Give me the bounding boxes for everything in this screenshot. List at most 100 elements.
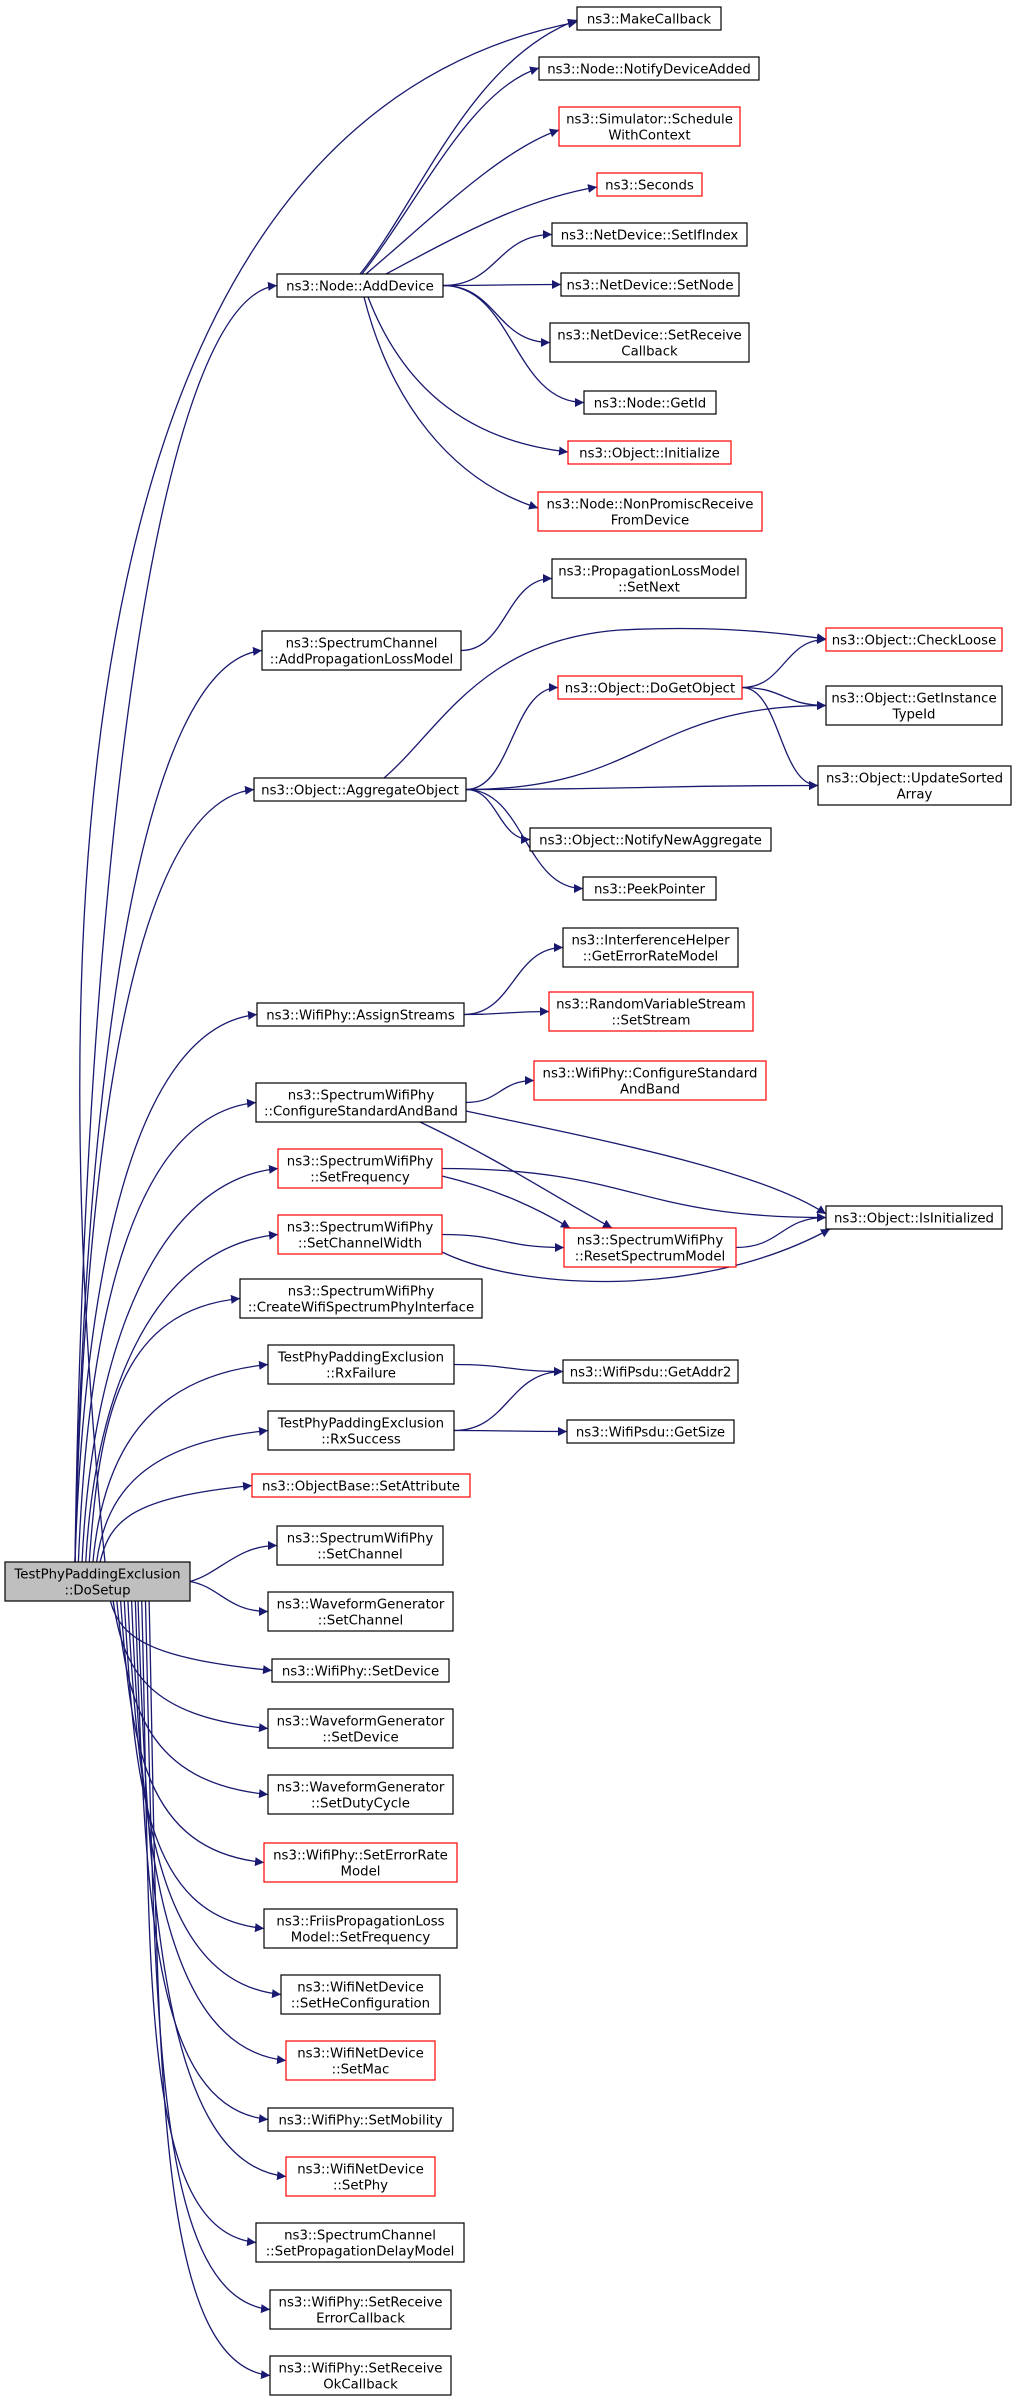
- node-checkLoose[interactable]: ns3::Object::CheckLoose: [825, 627, 1003, 652]
- node-notifyNewAggregate[interactable]: ns3::Object::NotifyNewAggregate: [529, 827, 772, 852]
- edge-root-to-setChannelWidth: [85, 1230, 279, 1563]
- node-box: [267, 1774, 454, 1815]
- node-propSetNext[interactable]: ns3::PropagationLossModel::SetNext: [551, 558, 747, 599]
- node-rxSuccess[interactable]: TestPhyPaddingExclusion::RxSuccess: [267, 1410, 455, 1451]
- node-box: [285, 2156, 436, 2197]
- node-box: [548, 991, 754, 1032]
- node-wpConfigure[interactable]: ns3::WifiPhy::ConfigureStandardAndBand: [533, 1060, 767, 1101]
- node-rxFailure[interactable]: TestPhyPaddingExclusion::RxFailure: [267, 1344, 455, 1385]
- node-box: [557, 675, 743, 700]
- edge-addPropLoss-to-propSetNext: [460, 574, 553, 652]
- node-setIfIndex[interactable]: ns3::NetDevice::SetIfIndex: [551, 222, 748, 247]
- node-label: ns3::Node::GetId: [594, 397, 707, 412]
- node-label: ns3::Object::AggregateObject: [261, 784, 459, 799]
- node-box: [566, 1419, 735, 1444]
- edge-doGetObject-to-getInstanceTypeId: [741, 686, 827, 710]
- edge-setFrequency-to-resetSpectrumModel: [441, 1175, 571, 1229]
- node-box: [538, 56, 760, 81]
- node-makeCallback[interactable]: ns3::MakeCallback: [576, 6, 722, 31]
- node-setMac[interactable]: ns3::WifiNetDevice::SetMac: [285, 2040, 436, 2081]
- node-notifyDeviceAdded[interactable]: ns3::Node::NotifyDeviceAdded: [538, 56, 760, 81]
- node-assignStreams[interactable]: ns3::WifiPhy::AssignStreams: [256, 1002, 465, 1027]
- node-getErrorRateModel[interactable]: ns3::InterferenceHelper::GetErrorRateMod…: [562, 927, 739, 968]
- node-label: ::SetNext: [618, 581, 680, 596]
- node-label: ::SetChannel: [317, 1548, 402, 1563]
- node-wgSetChannel[interactable]: ns3::WaveformGenerator::SetChannel: [267, 1591, 454, 1632]
- node-setAttribute[interactable]: ns3::ObjectBase::SetAttribute: [251, 1473, 471, 1498]
- node-label: ns3::SpectrumChannel: [286, 637, 438, 652]
- edge-swpConfigure-to-resetSpectrumModel: [419, 1121, 613, 1229]
- node-label: ns3::NetDevice::SetNode: [566, 279, 733, 294]
- edge-aggregateObject-to-checkLoose: [383, 627, 827, 779]
- node-addDevice[interactable]: ns3::Node::AddDevice: [276, 273, 444, 298]
- node-box: [269, 2355, 452, 2396]
- node-label: ns3::ObjectBase::SetAttribute: [262, 1480, 460, 1495]
- node-label: ns3::WaveformGenerator: [277, 1715, 445, 1730]
- node-setNode[interactable]: ns3::NetDevice::SetNode: [560, 272, 740, 297]
- edge-aggregateObject-to-getInstanceTypeId: [465, 701, 827, 791]
- node-seconds[interactable]: ns3::Seconds: [596, 172, 703, 197]
- node-label: ns3::Object::IsInitialized: [834, 1212, 994, 1227]
- node-label: ns3::RandomVariableStream: [556, 998, 746, 1013]
- node-setMobility[interactable]: ns3::WifiPhy::SetMobility: [267, 2107, 454, 2132]
- node-setStream[interactable]: ns3::RandomVariableStream::SetStream: [548, 991, 754, 1032]
- node-isInitialized[interactable]: ns3::Object::IsInitialized: [825, 1205, 1003, 1230]
- node-swpSetChannel[interactable]: ns3::SpectrumWifiPhy::SetChannel: [276, 1525, 444, 1566]
- node-initialize[interactable]: ns3::Object::Initialize: [567, 440, 732, 465]
- node-getSize[interactable]: ns3::WifiPsdu::GetSize: [566, 1419, 735, 1444]
- node-root: TestPhyPaddingExclusion::DoSetup: [4, 1561, 191, 1602]
- node-label: ns3::WifiPhy::SetDevice: [282, 1665, 439, 1680]
- node-friisSetFrequency[interactable]: ns3::FriisPropagationLossModel::SetFrequ…: [263, 1908, 458, 1949]
- node-box: [533, 1060, 767, 1101]
- node-addPropLoss[interactable]: ns3::SpectrumChannel::AddPropagationLoss…: [261, 630, 462, 671]
- node-label: ns3::WifiPhy::SetReceive: [279, 2296, 443, 2311]
- node-peekPointer[interactable]: ns3::PeekPointer: [582, 876, 717, 901]
- node-doGetObject[interactable]: ns3::Object::DoGetObject: [557, 675, 743, 700]
- node-getAddr2[interactable]: ns3::WifiPsdu::GetAddr2: [562, 1359, 739, 1384]
- edge-root-to-setMobility: [134, 1600, 269, 2124]
- node-label: ::SetChannel: [318, 1614, 403, 1629]
- node-setPhy[interactable]: ns3::WifiNetDevice::SetPhy: [285, 2156, 436, 2197]
- edge-aggregateObject-to-peekPointer: [465, 788, 584, 893]
- node-resetSpectrumModel[interactable]: ns3::SpectrumWifiPhy::ResetSpectrumModel: [563, 1227, 737, 1268]
- node-box: [267, 1344, 455, 1385]
- node-getId[interactable]: ns3::Node::GetId: [583, 390, 717, 415]
- node-box: [277, 1148, 443, 1189]
- node-setFrequency[interactable]: ns3::SpectrumWifiPhy::SetFrequency: [277, 1148, 443, 1189]
- node-aggregateObject[interactable]: ns3::Object::AggregateObject: [253, 777, 467, 802]
- node-label: ns3::InterferenceHelper: [571, 934, 730, 949]
- node-label: ns3::SpectrumWifiPhy: [287, 1221, 434, 1236]
- edge-doGetObject-to-checkLoose: [741, 635, 827, 689]
- node-label: ns3::SpectrumWifiPhy: [287, 1532, 434, 1547]
- node-box: [560, 272, 740, 297]
- node-wgSetDutyCycle[interactable]: ns3::WaveformGenerator::SetDutyCycle: [267, 1774, 454, 1815]
- node-box: [253, 777, 467, 802]
- node-setChannelWidth[interactable]: ns3::SpectrumWifiPhy::SetChannelWidth: [277, 1214, 443, 1255]
- node-createIface[interactable]: ns3::SpectrumWifiPhy::CreateWifiSpectrum…: [239, 1278, 483, 1319]
- node-wgSetDevice[interactable]: ns3::WaveformGenerator::SetDevice: [267, 1708, 454, 1749]
- node-label: ::AddPropagationLossModel: [270, 653, 454, 668]
- node-label: ns3::WifiPhy::SetMobility: [278, 2114, 442, 2129]
- node-setHeConfig[interactable]: ns3::WifiNetDevice::SetHeConfiguration: [280, 1974, 441, 2015]
- node-swpConfigure[interactable]: ns3::SpectrumWifiPhy::ConfigureStandardA…: [255, 1082, 467, 1123]
- node-box: [267, 1591, 454, 1632]
- node-box: [256, 1002, 465, 1027]
- node-setPropDelay[interactable]: ns3::SpectrumChannel::SetPropagationDela…: [255, 2222, 465, 2263]
- node-wpSetDevice[interactable]: ns3::WifiPhy::SetDevice: [271, 1658, 450, 1683]
- node-box: [255, 2222, 465, 2263]
- node-box: [276, 1525, 444, 1566]
- edge-root-to-setRxOkCb: [148, 1600, 271, 2380]
- node-label: ::SetDevice: [322, 1731, 398, 1746]
- node-label: ns3::PropagationLossModel: [558, 565, 740, 580]
- edge-root-to-addDevice: [74, 281, 278, 1563]
- node-label: ::CreateWifiSpectrumPhyInterface: [248, 1301, 474, 1316]
- node-label: ns3::Object::UpdateSorted: [826, 772, 1003, 787]
